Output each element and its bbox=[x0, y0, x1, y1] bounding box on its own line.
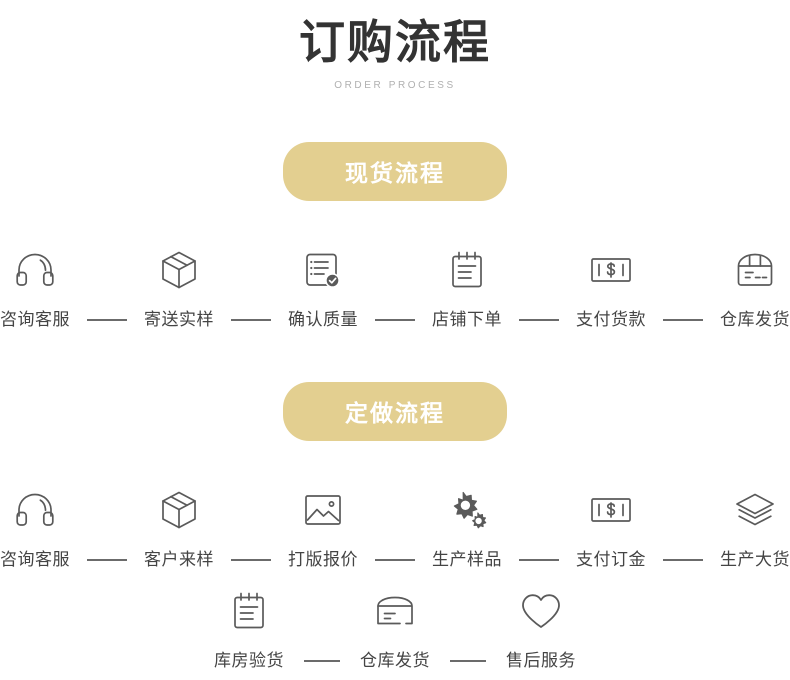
banknote-icon bbox=[589, 487, 633, 533]
flow-step-pattern-quote[interactable]: 打版报价 bbox=[271, 487, 375, 570]
flow-step-send-sample[interactable]: 寄送实样 bbox=[127, 247, 231, 330]
connector-dash bbox=[663, 319, 703, 321]
layers-icon bbox=[733, 487, 777, 533]
flow-step-label: 生产大货 bbox=[720, 550, 790, 569]
connector-dash bbox=[519, 319, 559, 321]
section-spacer bbox=[0, 330, 790, 382]
flow-connector bbox=[375, 319, 415, 321]
flow-step-warehouse-ship[interactable]: 仓库发货 bbox=[340, 588, 450, 671]
page-title: 订购流程 bbox=[299, 16, 491, 68]
flow-connector bbox=[519, 559, 559, 561]
connector-dash bbox=[87, 319, 127, 321]
flow-step-label: 店铺下单 bbox=[432, 310, 502, 329]
section-1-badge-wrap: 现货流程 bbox=[0, 142, 790, 201]
flow-step-place-order[interactable]: 店铺下单 bbox=[415, 247, 519, 330]
connector-dash bbox=[375, 559, 415, 561]
flow-step-label: 确认质量 bbox=[288, 310, 358, 329]
flow-connector bbox=[87, 559, 127, 561]
flow-step-produce-sample[interactable]: 生产样品 bbox=[415, 487, 519, 570]
section-2-badge-wrap: 定做流程 bbox=[0, 382, 790, 441]
connector-dash bbox=[304, 660, 340, 662]
headset-icon bbox=[14, 487, 56, 533]
flow-step-label: 生产样品 bbox=[432, 550, 502, 569]
connector-dash bbox=[375, 319, 415, 321]
flow-step-label: 支付货款 bbox=[576, 310, 646, 329]
connector-dash bbox=[87, 559, 127, 561]
box-icon bbox=[158, 247, 200, 293]
flow-step-consult-service[interactable]: 咨询客服 bbox=[0, 247, 87, 330]
connector-dash bbox=[519, 559, 559, 561]
connector-dash bbox=[663, 559, 703, 561]
clipboard-icon bbox=[446, 247, 488, 293]
flow-connector bbox=[663, 319, 703, 321]
flow-step-label: 打版报价 bbox=[288, 550, 358, 569]
page-subtitle: ORDER PROCESS bbox=[334, 80, 456, 91]
flow-row-spot-1: 咨询客服 寄送实样 bbox=[0, 247, 790, 330]
flow-step-warehouse-ship[interactable]: 仓库发货 bbox=[703, 247, 790, 330]
page-header: 订购流程 ORDER PROCESS bbox=[0, 0, 790, 92]
flow-step-label: 支付订金 bbox=[576, 550, 646, 569]
image-icon bbox=[302, 487, 344, 533]
flow-connector bbox=[450, 660, 486, 662]
flow-row-custom-1: 咨询客服 客户来样 打版报 bbox=[0, 487, 790, 570]
flow-step-consult-service[interactable]: 咨询客服 bbox=[0, 487, 87, 570]
flow-step-label: 咨询客服 bbox=[0, 550, 70, 569]
flow-step-after-sales[interactable]: 售后服务 bbox=[486, 588, 596, 671]
section-badge-custom-flow[interactable]: 定做流程 bbox=[283, 382, 507, 441]
flow-connector bbox=[519, 319, 559, 321]
flow-connector bbox=[231, 319, 271, 321]
document-check-icon bbox=[302, 247, 344, 293]
flow-step-pay-deposit[interactable]: 支付订金 bbox=[559, 487, 663, 570]
gears-icon bbox=[445, 487, 489, 533]
heart-icon bbox=[519, 588, 563, 634]
flow-step-confirm-quality[interactable]: 确认质量 bbox=[271, 247, 375, 330]
headset-icon bbox=[14, 247, 56, 293]
connector-dash bbox=[231, 559, 271, 561]
flow-step-label: 售后服务 bbox=[506, 651, 576, 670]
flow-row-custom-2: 库房验货 仓库发货 售后服务 bbox=[0, 588, 790, 671]
banknote-icon bbox=[589, 247, 633, 293]
flow-step-label: 仓库发货 bbox=[720, 310, 790, 329]
flow-step-warehouse-inspect[interactable]: 库房验货 bbox=[194, 588, 304, 671]
flow-step-pay-goods[interactable]: 支付货款 bbox=[559, 247, 663, 330]
flow-step-label: 寄送实样 bbox=[144, 310, 214, 329]
flow-connector bbox=[87, 319, 127, 321]
clipboard-icon bbox=[228, 588, 270, 634]
warehouse-box-icon bbox=[734, 247, 776, 293]
section-badge-spot-flow[interactable]: 现货流程 bbox=[283, 142, 507, 201]
connector-dash bbox=[231, 319, 271, 321]
flow-connector bbox=[663, 559, 703, 561]
flow-connector bbox=[304, 660, 340, 662]
flow-step-bulk-production[interactable]: 生产大货 bbox=[703, 487, 790, 570]
flow-step-label: 仓库发货 bbox=[360, 651, 430, 670]
flow-step-label: 咨询客服 bbox=[0, 310, 70, 329]
flow-step-label: 库房验货 bbox=[214, 651, 284, 670]
flow-connector bbox=[375, 559, 415, 561]
connector-dash bbox=[450, 660, 486, 662]
flow-connector bbox=[231, 559, 271, 561]
open-box-icon bbox=[373, 588, 417, 634]
flow-step-customer-sample[interactable]: 客户来样 bbox=[127, 487, 231, 570]
box-icon bbox=[158, 487, 200, 533]
flow-step-label: 客户来样 bbox=[144, 550, 214, 569]
